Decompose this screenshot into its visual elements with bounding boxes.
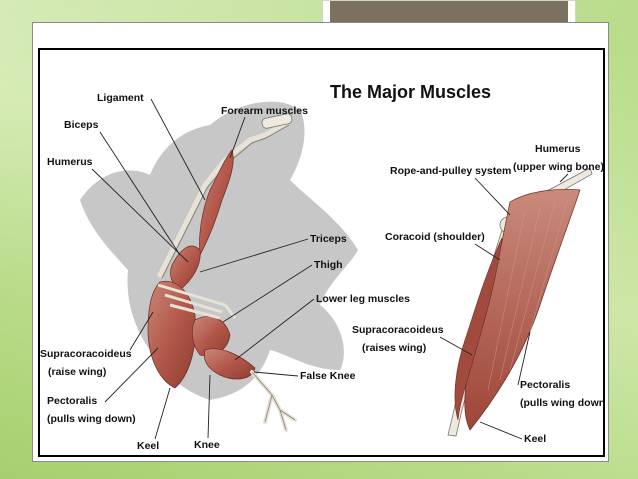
label-humerus: Humerus: [47, 156, 93, 168]
supracoracoideus-muscle: [454, 237, 503, 421]
label-supracoracoideus: Supracoracoideus: [40, 348, 132, 360]
diagram-title: The Major Muscles: [330, 82, 491, 102]
leader-lines-left: [91, 98, 315, 440]
leader-lines-right: [439, 173, 569, 440]
label-knee: Knee: [194, 439, 220, 451]
label-coracoid: Coracoid (shoulder): [385, 231, 485, 243]
slide-content: The Major Muscles Ligament Forearm muscl…: [32, 22, 609, 462]
diagram-frame: The Major Muscles Ligament Forearm muscl…: [38, 48, 605, 457]
label-triceps: Triceps: [310, 233, 347, 245]
leg-bones: [250, 370, 297, 432]
label-lower-leg-muscles: Lower leg muscles: [316, 293, 410, 305]
ribcage: [157, 283, 237, 320]
upper-arm-muscle: [170, 245, 201, 291]
label-thigh: Thigh: [314, 259, 343, 271]
label-humerus-right-desc: (upper wing bone): [513, 161, 603, 173]
forearm-muscle: [199, 149, 234, 257]
label-pectoralis-right-desc: (pulls wing down): [520, 397, 603, 409]
label-pectoralis: Pectoralis: [47, 395, 97, 407]
muscle-diagram: The Major Muscles Ligament Forearm muscl…: [40, 82, 603, 452]
label-ligament: Ligament: [97, 92, 144, 104]
label-pectoralis-desc: (pulls wing down): [47, 413, 136, 425]
label-humerus-right: Humerus: [535, 143, 581, 155]
label-pectoralis-right: Pectoralis: [520, 379, 570, 391]
label-biceps: Biceps: [64, 119, 99, 131]
label-keel-right: Keel: [524, 433, 546, 445]
label-supracoracoideus-right: Supracoracoideus: [352, 324, 444, 336]
label-supracoracoideus-right-desc: (raises wing): [362, 342, 426, 354]
label-rope-and-pulley: Rope-and-pulley system: [390, 165, 511, 177]
label-forearm-muscles: Forearm muscles: [221, 105, 308, 117]
label-keel: Keel: [137, 440, 159, 452]
lower-leg-muscle: [204, 348, 256, 380]
label-false-knee: False Knee: [300, 370, 356, 382]
wing-bones: [157, 119, 291, 278]
label-supracoracoideus-desc: (raise wing): [48, 366, 106, 378]
